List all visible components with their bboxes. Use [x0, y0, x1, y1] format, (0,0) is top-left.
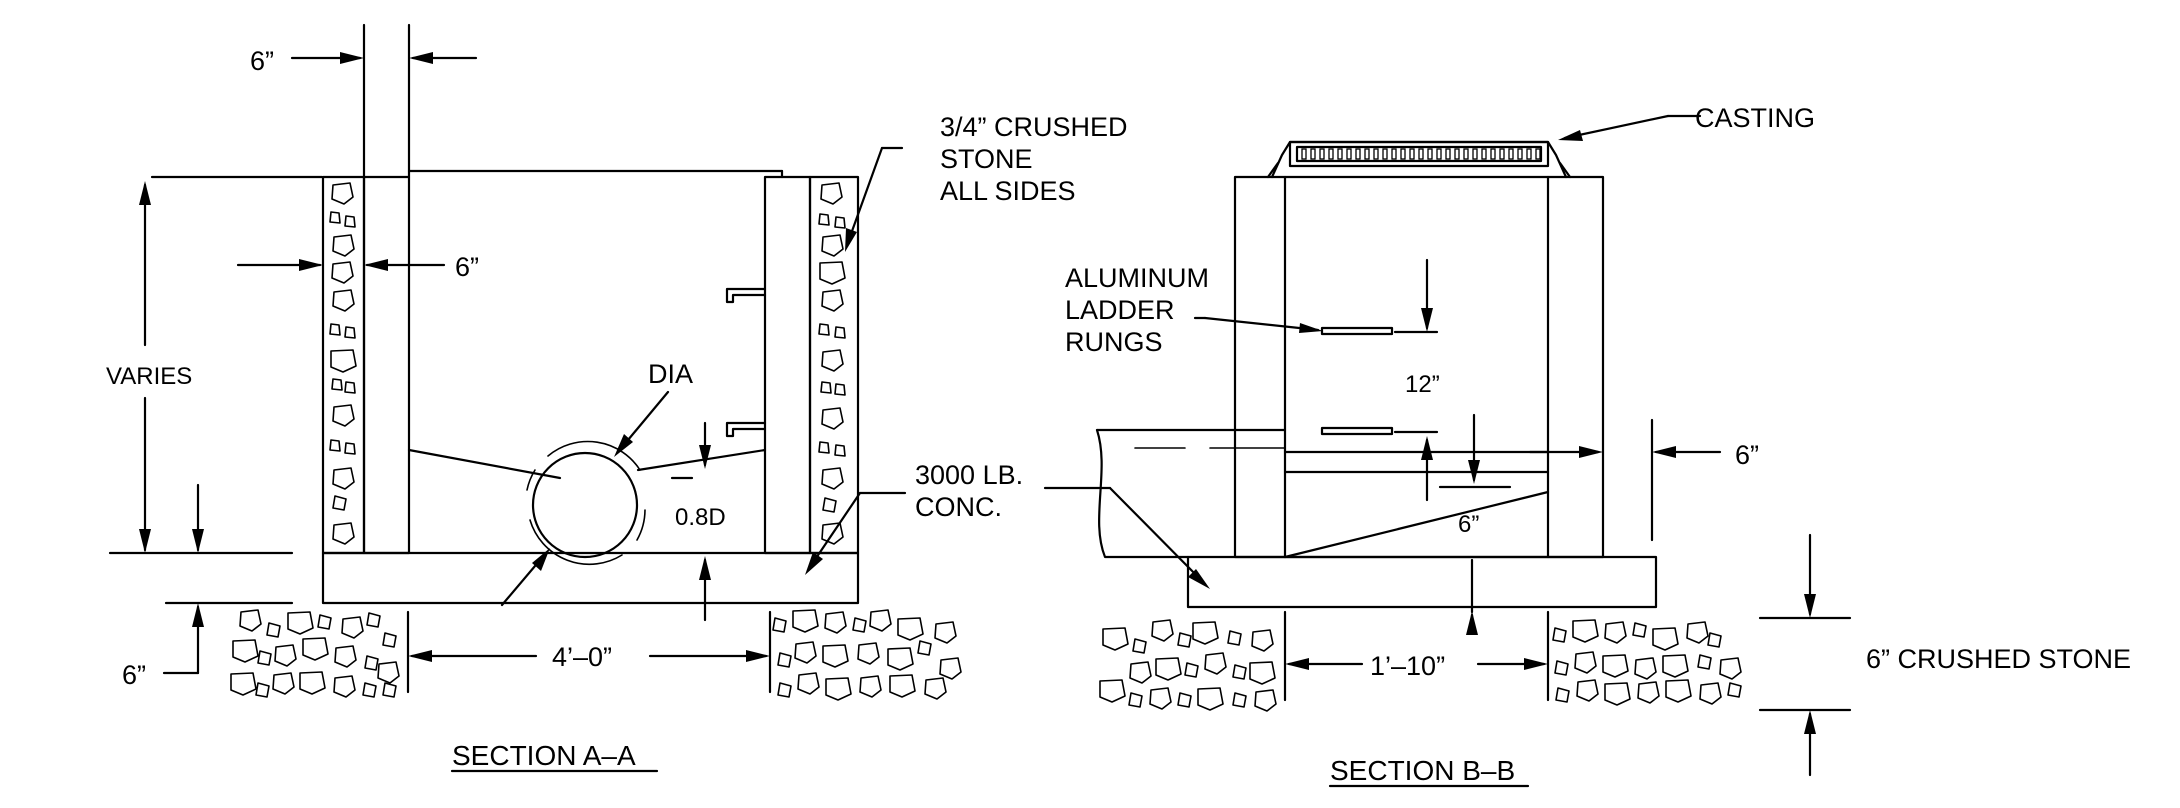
section-b-bottom-stone-left — [1099, 619, 1277, 712]
grate-bar — [1337, 148, 1343, 160]
casting-label: CASTING — [1695, 103, 1815, 133]
stone-label-line1: 3/4” CRUSHED — [940, 112, 1128, 142]
grate-bar — [1499, 148, 1505, 160]
section-b-drawing — [1043, 114, 1852, 788]
grate-bar — [1400, 148, 1406, 160]
pipe-diameter-label: DIA — [648, 359, 693, 389]
grate-bar — [1346, 148, 1352, 160]
grate-bar — [1490, 148, 1496, 160]
grate-bar — [1436, 148, 1442, 160]
ladder-label-line3: RUNGS — [1065, 327, 1163, 357]
invert-label: 0.8D — [675, 504, 726, 531]
crushed-stone-label: 6” CRUSHED STONE — [1866, 644, 2131, 674]
section-a-bottom-stone-left — [230, 609, 400, 698]
grate-bar — [1445, 148, 1451, 160]
grate-bar — [1328, 148, 1334, 160]
grate-bar — [1373, 148, 1379, 160]
grate-bar — [1409, 148, 1415, 160]
grate-bar — [1301, 148, 1307, 160]
section-b-title: SECTION B–B — [1330, 755, 1515, 786]
dim-width-1ft10: 1’–10” — [1370, 651, 1445, 681]
dim-varies: VARIES — [106, 363, 192, 390]
section-a-bottom-stone-right — [772, 609, 962, 701]
grate-bar — [1319, 148, 1325, 160]
grate-bar — [1535, 148, 1541, 160]
grate-bar — [1391, 148, 1397, 160]
grate-bar — [1508, 148, 1514, 160]
ladder-label-line2: LADDER — [1065, 295, 1175, 325]
section-a-title: SECTION A–A — [452, 740, 636, 771]
grate-bar — [1418, 148, 1424, 160]
concrete-label-line2: CONC. — [915, 492, 1002, 522]
dim-top-riser: 6” — [250, 46, 274, 76]
stone-label-line3: ALL SIDES — [940, 176, 1076, 206]
grate-bar — [1526, 148, 1532, 160]
ladder-label-line1: ALUMINUM — [1065, 263, 1209, 293]
dim-wall-thickness: 6” — [455, 252, 479, 282]
dim-base-thickness: 6” — [122, 660, 146, 690]
grate-bar — [1310, 148, 1316, 160]
grate-bar — [1517, 148, 1523, 160]
grate-bar — [1427, 148, 1433, 160]
dim-wall-right: 6” — [1735, 440, 1759, 470]
grate-bar — [1463, 148, 1469, 160]
grate-bar — [1454, 148, 1460, 160]
dim-rung-spacing: 12” — [1405, 371, 1440, 398]
grate-bar — [1364, 148, 1370, 160]
grate-bar — [1481, 148, 1487, 160]
dim-sump: 6” — [1458, 511, 1479, 538]
grate-bar — [1382, 148, 1388, 160]
grate-bar — [1355, 148, 1361, 160]
dim-width-4ft: 4’–0” — [552, 642, 612, 672]
grate-bar — [1472, 148, 1478, 160]
casting-grate — [1266, 140, 1572, 179]
section-b-bottom-stone-right — [1552, 619, 1742, 706]
concrete-label-line1: 3000 LB. — [915, 460, 1023, 490]
stone-label-line2: STONE — [940, 144, 1033, 174]
section-a-drawing — [108, 23, 962, 773]
